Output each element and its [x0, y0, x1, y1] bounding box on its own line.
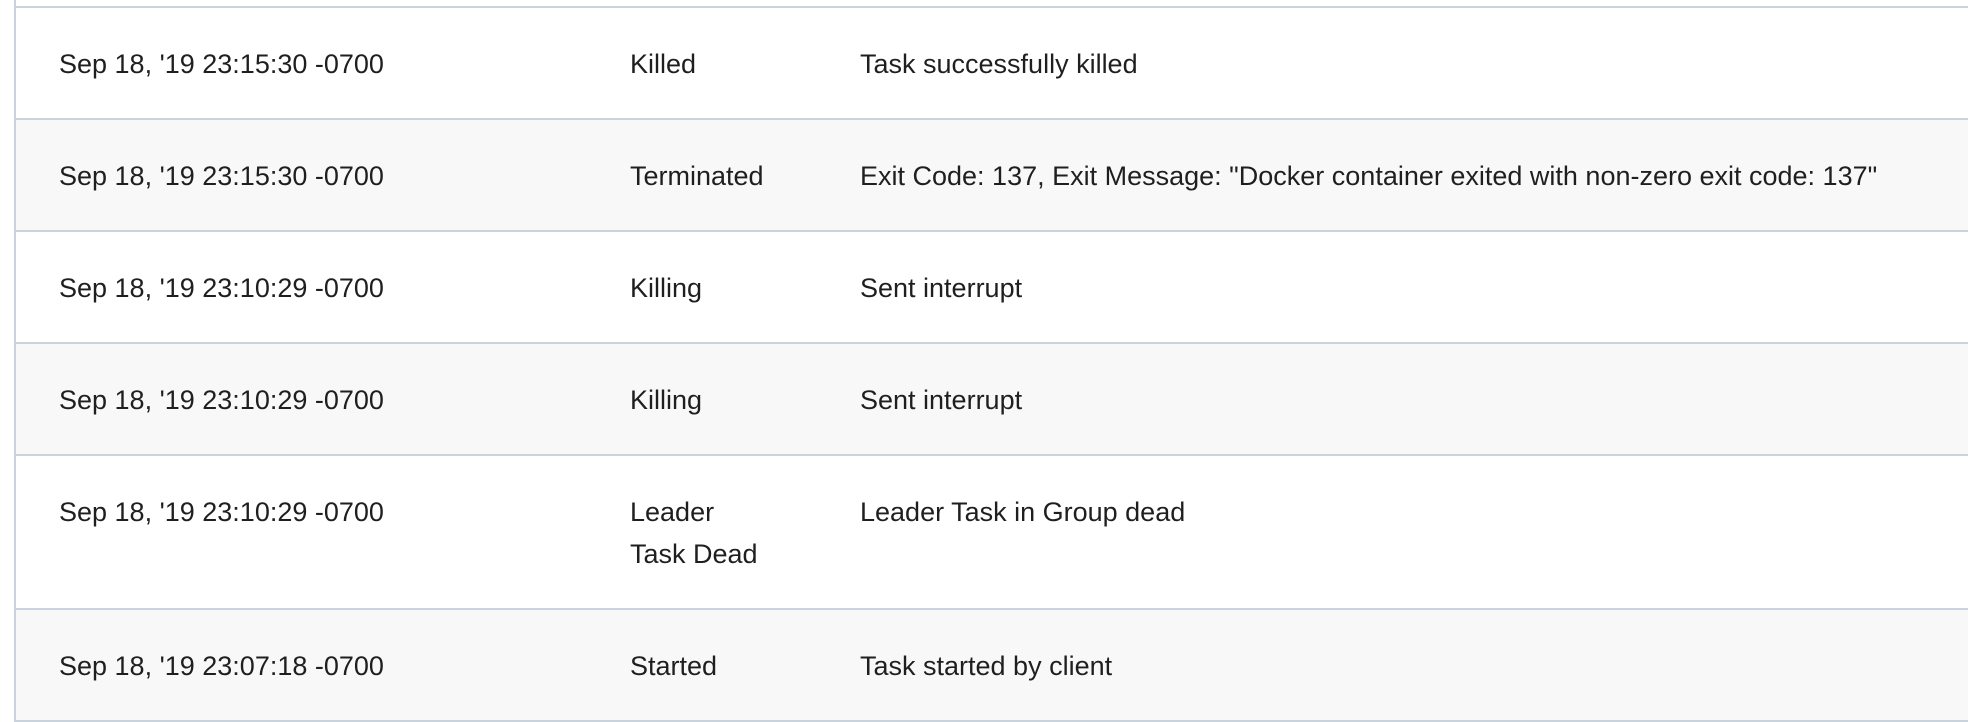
event-time: Sep 18, '19 23:15:30 -0700: [59, 49, 384, 79]
event-type-line: Started: [630, 651, 718, 681]
table-row: Sep 18, '19 23:10:29 -0700 Leader Task D…: [16, 456, 1968, 610]
event-type-line: Killing: [630, 385, 703, 415]
event-time: Sep 18, '19 23:10:29 -0700: [59, 497, 384, 527]
event-type: Terminated: [630, 155, 764, 197]
table-top-divider: [16, 6, 1968, 8]
event-type-line: Terminated: [630, 161, 764, 191]
table-row: Sep 18, '19 23:10:29 -0700 Killing Sent …: [16, 344, 1968, 456]
event-message: Sent interrupt: [860, 273, 1023, 303]
event-message: Task started by client: [860, 651, 1113, 681]
event-message: Leader Task in Group dead: [860, 497, 1186, 527]
table-row: Sep 18, '19 23:07:18 -0700 Started Task …: [16, 610, 1968, 722]
table-row: Sep 18, '19 23:15:30 -0700 Terminated Ex…: [16, 120, 1968, 232]
event-type-line: Killed: [630, 49, 697, 79]
event-message: Exit Code: 137, Exit Message: "Docker co…: [860, 161, 1878, 191]
event-message: Sent interrupt: [860, 385, 1023, 415]
event-time: Sep 18, '19 23:07:18 -0700: [59, 651, 384, 681]
event-time: Sep 18, '19 23:10:29 -0700: [59, 273, 384, 303]
event-time: Sep 18, '19 23:15:30 -0700: [59, 161, 384, 191]
event-type: Killing: [630, 267, 702, 309]
event-type: Leader Task Dead: [630, 491, 758, 575]
table-row: Sep 18, '19 23:15:30 -0700 Killed Task s…: [16, 8, 1968, 120]
event-type-line: Task Dead: [630, 539, 758, 569]
task-events-table: Sep 18, '19 23:15:30 -0700 Killed Task s…: [14, 0, 1968, 722]
event-type-line: Leader: [630, 497, 715, 527]
event-type: Killing: [630, 379, 702, 421]
event-type-line: Killing: [630, 273, 703, 303]
event-type: Killed: [630, 43, 696, 85]
event-type: Started: [630, 645, 717, 687]
table-row: Sep 18, '19 23:10:29 -0700 Killing Sent …: [16, 232, 1968, 344]
event-message: Task successfully killed: [860, 49, 1138, 79]
event-time: Sep 18, '19 23:10:29 -0700: [59, 385, 384, 415]
